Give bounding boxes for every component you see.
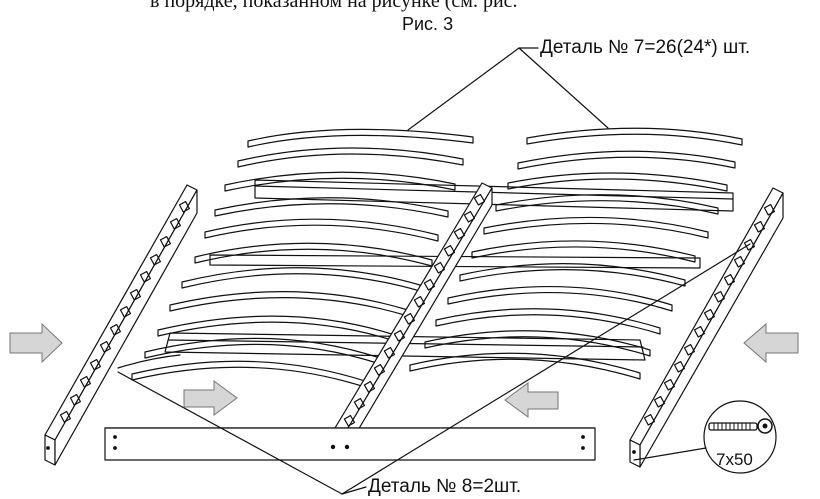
center-rail — [334, 182, 493, 453]
left-rail-holders — [59, 200, 191, 423]
arrow-left-icon — [743, 322, 799, 364]
header-text: в порядке, показанном на рисунке (см. ри… — [150, 0, 518, 12]
cross-beam-upper — [254, 179, 734, 212]
right-slats — [409, 127, 743, 380]
screw-callout — [633, 400, 777, 474]
arrow-right-icon — [183, 380, 238, 416]
arrow-left-icon — [504, 382, 559, 418]
left-side-rail — [44, 184, 198, 466]
part8-leader-lines — [117, 243, 751, 495]
arrow-right-icon — [9, 322, 63, 364]
center-rail-holders — [343, 193, 486, 427]
part8-callout: Деталь № 8=2шт. — [368, 476, 522, 497]
screw-icon — [708, 418, 773, 434]
screw-size-label: 7x50 — [716, 450, 753, 469]
part7-leader-lines — [407, 47, 609, 131]
figure-label: Рис. 3 — [402, 14, 454, 34]
front-crossbar — [46, 427, 636, 461]
cross-beam-mid — [209, 254, 701, 269]
right-rail-holders — [643, 203, 776, 426]
part7-callout: Деталь № 7=26(24*) шт. — [540, 37, 751, 58]
